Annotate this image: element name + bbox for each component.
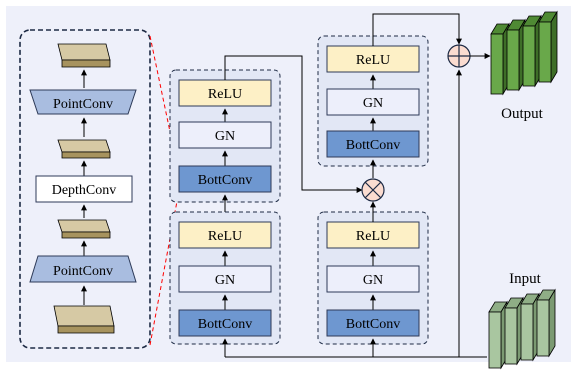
pointconv-bottom-label: PointConv <box>53 264 113 279</box>
input-tensor-icon <box>488 288 556 370</box>
output-tensor-icon <box>490 10 558 96</box>
feature-slab-icon <box>57 139 111 159</box>
pointconv-top-label: PointConv <box>53 97 113 112</box>
gn-box <box>326 265 420 293</box>
pointconv-bottom-shape <box>29 255 137 283</box>
gn-box <box>326 88 420 116</box>
output-label: Output <box>501 106 544 122</box>
gn-box <box>178 265 272 293</box>
bottconv-box <box>178 309 272 337</box>
relu-box <box>326 45 420 73</box>
gn-label: GN <box>215 273 235 288</box>
bottconv-label: BottConv <box>346 317 400 332</box>
gn-label: GN <box>363 96 383 111</box>
pointconv-top-shape <box>29 89 137 115</box>
relu-box <box>326 221 420 249</box>
relu-box <box>178 79 272 107</box>
feature-slab-icon <box>57 43 111 68</box>
relu-label: ReLU <box>356 53 390 68</box>
gn-label: GN <box>215 129 235 144</box>
bottconv-box <box>326 130 420 158</box>
connector-line <box>372 13 462 46</box>
bottconv-label: BottConv <box>346 138 400 153</box>
bottconv-box <box>178 165 272 193</box>
depthconv-label: DepthConv <box>52 183 117 198</box>
input-label: Input <box>509 271 541 287</box>
bottconv-label: BottConv <box>198 173 252 188</box>
connector-line <box>224 55 363 193</box>
gn-label: GN <box>363 273 383 288</box>
bottconv-box <box>326 309 420 337</box>
gn-box <box>178 121 272 149</box>
circle-plus-icon <box>447 44 471 68</box>
relu-label: ReLU <box>208 229 242 244</box>
relu-label: ReLU <box>208 87 242 102</box>
bottconv-label: BottConv <box>198 317 252 332</box>
feature-slab-icon <box>57 219 111 239</box>
feature-slab-icon <box>53 305 115 334</box>
depthconv-box <box>35 175 133 203</box>
circle-times-icon <box>361 178 385 202</box>
relu-box <box>178 221 272 249</box>
relu-label: ReLU <box>356 229 390 244</box>
